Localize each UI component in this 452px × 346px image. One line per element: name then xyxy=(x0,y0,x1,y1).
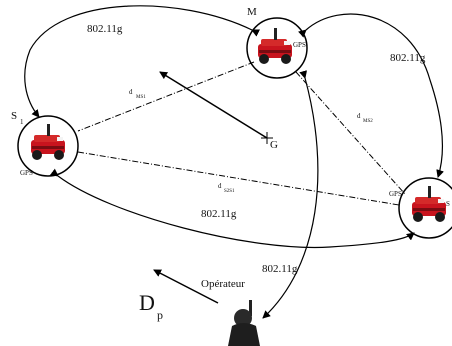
robot-s1: GPS xyxy=(17,115,79,177)
operator-direction-arrow xyxy=(153,269,219,304)
distance-label-ms1-subscript: MS1 xyxy=(136,95,146,100)
robot-m-label: M xyxy=(247,6,257,18)
distance-label-ms2: d xyxy=(357,112,361,120)
direction-arrow-g xyxy=(159,71,268,139)
centroid-g-label: G xyxy=(270,139,278,151)
dp-label-subscript: p xyxy=(157,308,163,322)
distance-label-ms1: d xyxy=(129,88,133,96)
link-m-s2 xyxy=(298,13,444,178)
robot-m: GPS xyxy=(246,17,308,79)
link-m-operator xyxy=(262,70,319,319)
robot-s1-label: S xyxy=(11,110,17,122)
distance-label-ms2-subscript: MS2 xyxy=(363,119,373,124)
link-s1-s2-label: 802.11g xyxy=(201,208,237,220)
centroid-g xyxy=(261,132,273,144)
link-m-s2-label: 802.11g xyxy=(390,52,426,64)
dp-label: D xyxy=(139,290,155,315)
robot-s2-label: S xyxy=(446,200,450,208)
distance-line-m-s1 xyxy=(77,61,255,132)
link-m-s1 xyxy=(24,5,261,118)
robot-s1-label-subscript: 1 xyxy=(20,118,24,126)
robot-s1-gps-label: GPS xyxy=(20,169,33,177)
operator-label: Opérateur xyxy=(201,278,245,290)
distance-label-s2s1: d xyxy=(218,182,222,190)
distance-line-m-s2 xyxy=(295,71,406,195)
robot-m-gps-label: GPS xyxy=(293,41,306,49)
link-m-operator-label: 802.11g xyxy=(262,263,298,275)
robot-s2-gps-label: GPS xyxy=(389,190,402,198)
distance-label-s2s1-subscript: S2S1 xyxy=(224,189,235,194)
link-m-s1-label: 802.11g xyxy=(87,23,123,35)
operator-figure xyxy=(228,300,260,346)
distance-line-s2-s1 xyxy=(77,151,400,206)
